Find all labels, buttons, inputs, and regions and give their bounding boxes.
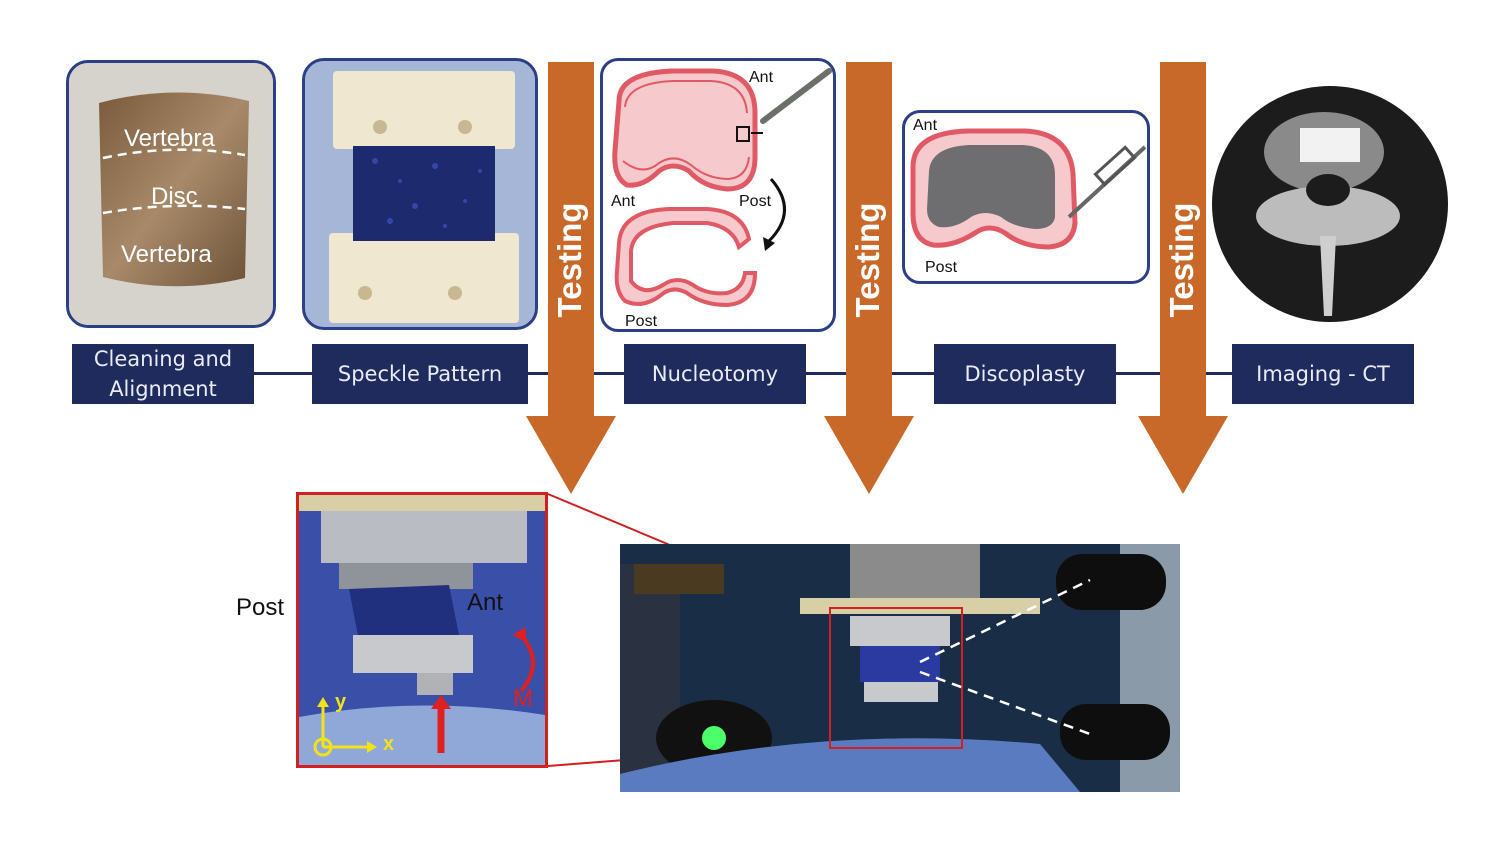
step-nucleotomy-label: Nucleotomy (651, 362, 779, 386)
speckle-illustration (305, 61, 535, 327)
testing-label-1: Testing (551, 202, 588, 318)
ant-label: Ant (913, 117, 938, 134)
ct-vertebra-illustration (1256, 112, 1400, 316)
step-discoplasty-label: Discoplasty (964, 362, 1086, 386)
ant-label-top: Ant (749, 69, 774, 86)
step-discoplasty: Discoplasty (934, 344, 1116, 404)
speckle-photo (302, 58, 538, 330)
disc-label: Disc (151, 183, 198, 210)
step-cleaning-line2: Alignment (109, 377, 217, 401)
ct-image (1212, 86, 1448, 322)
post-label-setup: Post (236, 594, 285, 621)
discoplasty-illustration (910, 128, 1147, 250)
moment-label: M (513, 685, 533, 712)
vertebra-bottom-label: Vertebra (121, 241, 212, 268)
step-imaging-label: Imaging - CT (1256, 362, 1390, 386)
nucleotomy-illustration (612, 68, 832, 308)
testing-arrow-3 (1138, 62, 1228, 494)
test-setup-zoom-photo: Ant M y x (296, 492, 548, 768)
testing-arrow-2 (824, 62, 914, 494)
post-label: Post (925, 259, 958, 276)
vertebra-top-label: Vertebra (124, 125, 215, 152)
ant-label-setup: Ant (467, 589, 504, 616)
test-rig-photo (620, 544, 1180, 792)
post-label-mid: Post (739, 193, 772, 210)
ant-label-mid: Ant (611, 193, 636, 210)
testing-label-2: Testing (849, 202, 886, 318)
step-cleaning-alignment: Cleaning and Alignment (72, 344, 254, 404)
step-cleaning-line1: Cleaning and (93, 347, 233, 371)
nucleotomy-panel: Ant Ant Post Post (600, 58, 836, 332)
post-label-bottom: Post (625, 313, 658, 330)
testing-label-3: Testing (1163, 202, 1200, 318)
step-imaging-ct: Imaging - CT (1232, 344, 1414, 404)
specimen-photo: Vertebra Disc Vertebra (66, 60, 276, 328)
step-nucleotomy: Nucleotomy (624, 344, 806, 404)
specimen-illustration (69, 63, 273, 325)
axis-x-label: x (383, 733, 395, 755)
discoplasty-panel: Ant Post (902, 110, 1150, 284)
zoom-fixture-illustration (299, 495, 545, 765)
step-speckle-label: Speckle Pattern (337, 362, 503, 386)
testing-arrow-1 (526, 62, 616, 494)
step-speckle-pattern: Speckle Pattern (312, 344, 528, 404)
axis-y-label: y (335, 691, 347, 713)
test-rig-illustration (620, 544, 1180, 792)
